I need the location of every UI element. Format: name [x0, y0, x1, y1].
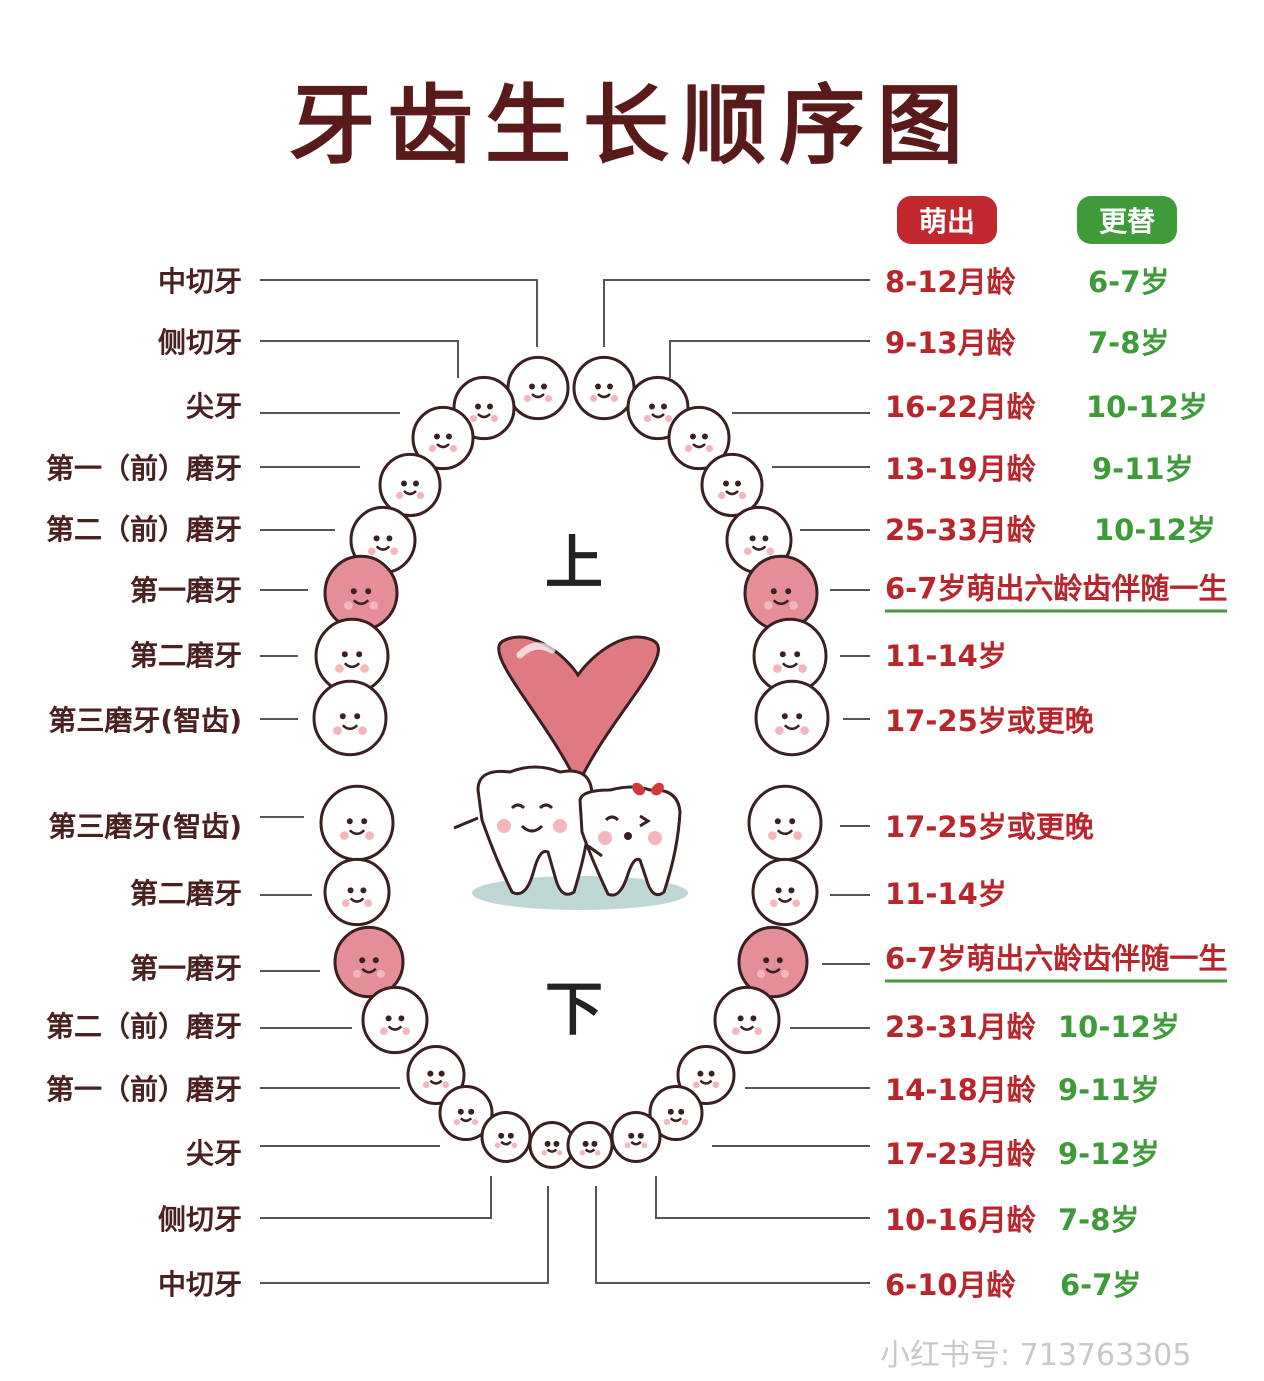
- upper-replace-age: 10-12岁: [1086, 390, 1208, 424]
- lower-first-molar-note: 6-7岁萌出六龄齿伴随一生: [885, 936, 1228, 983]
- upper-right-tooth: [754, 679, 830, 757]
- upper-erupt-age: 8-12月龄: [885, 265, 1016, 299]
- leader-line: [655, 1176, 870, 1219]
- upper-left-tooth: [506, 355, 570, 421]
- upper-tooth-name: 第一磨牙: [129, 574, 242, 607]
- lower-replace-age: 9-12岁: [1058, 1137, 1160, 1171]
- upper-tooth-name: 尖牙: [185, 390, 242, 423]
- upper-replace-age: 7-8岁: [1088, 326, 1170, 360]
- page-title: 牙齿生长顺序图: [289, 76, 975, 176]
- lower-replace-age: 7-8岁: [1058, 1203, 1140, 1237]
- leader-line: [260, 1176, 492, 1219]
- bow-icon: [632, 782, 664, 796]
- upper-right-tooth: [572, 355, 636, 421]
- watermark: 小红书号: 713763305: [880, 1338, 1192, 1373]
- lower-replace-age: 10-12岁: [1058, 1010, 1180, 1044]
- upper-tooth-name: 第二（前）磨牙: [45, 513, 242, 546]
- lower-erupt-age: 14-18月龄: [885, 1073, 1036, 1107]
- lower-erupt-age: 17-23月龄: [885, 1137, 1036, 1171]
- lower-replace-age: 9-11岁: [1058, 1073, 1160, 1107]
- lower-erupt-age: 10-16月龄: [885, 1203, 1036, 1237]
- upper-right-tooth: [743, 554, 819, 632]
- leader-line: [603, 279, 870, 347]
- upper-tooth-name: 第二磨牙: [129, 639, 242, 672]
- upper-tooth-name: 中切牙: [157, 265, 242, 298]
- lower-tooth-name: 第一（前）磨牙: [45, 1073, 242, 1106]
- lower-erupt-age: 6-10月龄: [885, 1268, 1016, 1302]
- upper-erupt-age: 9-13月龄: [885, 326, 1016, 360]
- lower-left-tooth: [438, 1084, 494, 1142]
- lower-right-tooth: [747, 784, 823, 862]
- upper-left-tooth: [378, 452, 442, 518]
- lower-right-tooth: [713, 985, 781, 1055]
- upper-jaw-label: 上: [545, 529, 604, 597]
- lower-jaw-label: 下: [545, 975, 604, 1043]
- leader-line: [260, 340, 459, 378]
- lower-right-tooth: [737, 925, 809, 999]
- lower-tooth-name: 第三磨牙(智齿): [48, 810, 242, 843]
- upper-tooth-name: 侧切牙: [157, 326, 242, 359]
- upper-tooth-name: 第一（前）磨牙: [45, 452, 242, 485]
- lower-right-tooth: [676, 1044, 736, 1106]
- leader-lines: [260, 279, 870, 1284]
- lower-erupt-age: 23-31月龄: [885, 1010, 1036, 1044]
- upper-erupt-age: 25-33月龄: [885, 513, 1036, 547]
- lower-left-tooth: [333, 925, 405, 999]
- lower-left-tooth: [323, 857, 391, 927]
- upper-erupt-age: 17-25岁或更晚: [885, 704, 1094, 738]
- lower-left-tooth: [319, 784, 395, 862]
- leader-line: [260, 279, 538, 347]
- lower-erupt-age: 11-14岁: [885, 877, 1007, 911]
- lower-right-tooth: [751, 857, 819, 927]
- upper-replace-age: 10-12岁: [1094, 513, 1216, 547]
- lower-left-tooth: [361, 985, 429, 1055]
- upper-right-tooth: [752, 617, 828, 695]
- upper-tooth-name: 第三磨牙(智齿): [48, 704, 242, 737]
- lower-right-tooth: [566, 1121, 614, 1169]
- leader-line: [595, 1186, 870, 1284]
- upper-right-tooth: [700, 452, 764, 518]
- center-illustration: [453, 635, 688, 910]
- upper-erupt-age: 16-22月龄: [885, 390, 1036, 424]
- lower-right-tooth: [648, 1084, 704, 1142]
- upper-erupt-age: 11-14岁: [885, 639, 1007, 673]
- lower-tooth-name: 第二磨牙: [129, 877, 242, 910]
- legend-replace-badge: 更替: [1077, 196, 1177, 244]
- lower-replace-age: 6-7岁: [1060, 1268, 1142, 1302]
- lower-right-tooth: [610, 1111, 662, 1163]
- heart-icon: [497, 635, 660, 789]
- lower-erupt-age: 17-25岁或更晚: [885, 810, 1094, 844]
- lower-tooth-name: 尖牙: [185, 1137, 242, 1170]
- upper-left-tooth: [349, 505, 417, 575]
- girl-tooth-icon: [578, 785, 682, 897]
- leader-line: [669, 340, 870, 378]
- leader-line: [260, 1186, 549, 1284]
- lower-tooth-name: 侧切牙: [157, 1203, 242, 1236]
- upper-replace-age: 9-11岁: [1092, 452, 1194, 486]
- lower-left-tooth: [406, 1044, 466, 1106]
- lower-tooth-name: 第一磨牙: [129, 952, 242, 985]
- legend-erupt-badge: 萌出: [897, 196, 997, 244]
- teeth-arch: [312, 355, 830, 1169]
- lower-tooth-name: 第二（前）磨牙: [45, 1010, 242, 1043]
- upper-right-tooth: [667, 405, 731, 471]
- upper-left-tooth: [312, 679, 388, 757]
- upper-replace-age: 6-7岁: [1088, 265, 1170, 299]
- upper-left-tooth: [411, 405, 475, 471]
- lower-left-tooth: [480, 1111, 532, 1163]
- upper-left-tooth: [323, 554, 399, 632]
- upper-erupt-age: 13-19月龄: [885, 452, 1036, 486]
- lower-tooth-name: 中切牙: [157, 1268, 242, 1301]
- upper-first-molar-note: 6-7岁萌出六龄齿伴随一生: [885, 566, 1228, 613]
